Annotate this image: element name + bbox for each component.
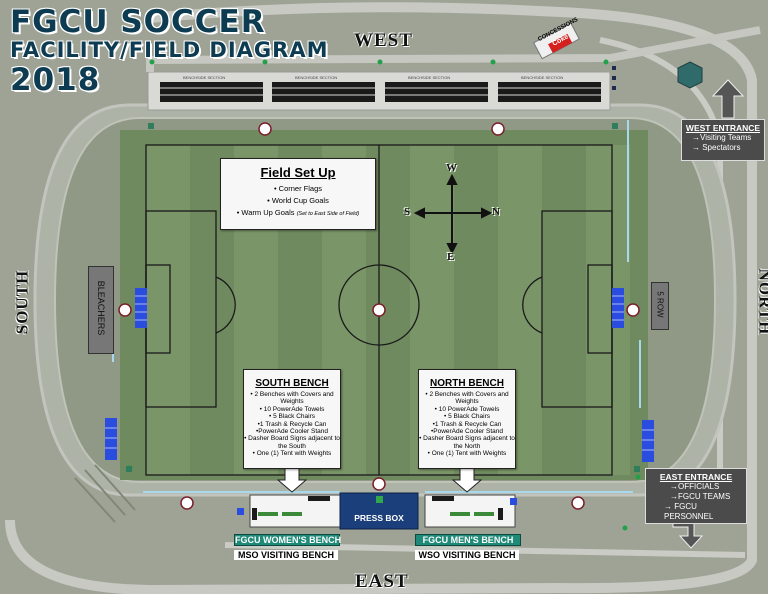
east-entrance-item: →FGCU TEAMS xyxy=(670,492,731,501)
south-bench-item: • Dasher Board Signs adjacent to the Sou… xyxy=(244,435,340,450)
field-setup-box: Field Set Up • Corner Flags • World Cup … xyxy=(220,158,376,230)
five-row-label: 5 ROW xyxy=(655,291,665,318)
bleachers-block: BLEACHERS xyxy=(88,266,114,354)
stand-section-label-1: BENCHSIDE SECTION xyxy=(183,75,226,80)
warmup-goals-text: • Warm Up Goals xyxy=(236,208,295,217)
north-bench-box: NORTH BENCH • 2 Benches with Covers and … xyxy=(418,369,516,469)
north-bench-item: • 2 Benches with Covers and Weights xyxy=(425,391,509,406)
south-bench-box: SOUTH BENCH • 2 Benches with Covers and … xyxy=(243,369,341,469)
field-setup-item-3: • Warm Up Goals (Set to East Side of Fie… xyxy=(221,208,375,217)
field-setup-title: Field Set Up xyxy=(260,165,336,180)
title-line-2: FACILITY/FIELD DIAGRAM xyxy=(10,38,329,62)
five-row-block: 5 ROW xyxy=(651,282,669,330)
field-setup-item-2: • World Cup Goals xyxy=(267,196,329,205)
stand-section-label-3: BENCHSIDE SECTION xyxy=(408,75,451,80)
north-bench-item: • 10 PowerAde Towels xyxy=(434,405,500,413)
stand-section-label-2: BENCHSIDE SECTION xyxy=(295,75,338,80)
west-entrance-box: WEST ENTRANCE →Visiting Teams → Spectato… xyxy=(681,119,765,161)
direction-east: EAST xyxy=(355,571,409,592)
direction-west: WEST xyxy=(354,30,413,51)
east-entrance-title: EAST ENTRANCE xyxy=(659,472,733,482)
title-line-1: FGCU SOCCER xyxy=(10,4,266,40)
east-entrance-item: →OFFICIALS xyxy=(670,482,720,491)
west-entrance-item: →Visiting Teams xyxy=(692,133,752,142)
north-bench-title: NORTH BENCH xyxy=(430,378,504,389)
bleachers-label: BLEACHERS xyxy=(96,280,106,336)
compass-rose-e: E xyxy=(447,251,456,263)
south-bench-title: SOUTH BENCH xyxy=(255,378,329,389)
stand-section-label-4: BENCHSIDE SECTION xyxy=(521,75,564,80)
warmup-goals-note: (Set to East Side of Field) xyxy=(296,211,360,217)
west-entrance-item: → Spectators xyxy=(692,143,741,152)
compass-rose-n: N xyxy=(492,206,501,218)
north-bench-item: • 5 Black Chairs xyxy=(444,413,490,421)
east-entrance-box: EAST ENTRANCE →OFFICIALS →FGCU TEAMS → F… xyxy=(645,468,747,524)
compass-rose-s: S xyxy=(404,206,412,218)
west-entrance-title: WEST ENTRANCE xyxy=(685,123,761,133)
east-entrance-item: → FGCU PERSONNEL xyxy=(664,502,714,521)
mso-visiting-bench-label: MSO VISITING BENCH xyxy=(234,550,338,560)
wso-visiting-bench-label: WSO VISITING BENCH xyxy=(415,550,519,560)
south-bench-item: • 2 Benches with Covers and Weights xyxy=(250,391,334,406)
north-bench-item: • One (1) Tent with Weights xyxy=(427,450,507,458)
press-box-label: PRESS BOX xyxy=(354,513,404,523)
south-bench-item: •1 Trash & Recycle Can xyxy=(257,420,327,428)
north-bench-item: •PowerAde Cooler Stand xyxy=(430,428,503,436)
compass-rose-w: W xyxy=(446,162,458,174)
south-bench-item: •PowerAde Cooler Stand xyxy=(255,428,328,436)
fgcu-mens-bench-label: FGCU MEN'S BENCH xyxy=(415,534,521,546)
south-bench-item: • One (1) Tent with Weights xyxy=(252,450,332,458)
fgcu-womens-bench-label: FGCU WOMEN'S BENCH xyxy=(234,534,342,546)
south-bench-item: • 10 PowerAde Towels xyxy=(259,405,325,413)
south-bench-item: • 5 Black Chairs xyxy=(269,413,315,421)
direction-south: SOUTH xyxy=(12,269,32,335)
north-bench-item: • Dasher Board Signs adjacent to the Nor… xyxy=(419,435,515,450)
field-setup-item-1: • Corner Flags xyxy=(273,184,323,193)
direction-north: NORTH xyxy=(755,268,768,336)
north-bench-item: •1 Trash & Recycle Can xyxy=(432,420,502,428)
title-line-3: 2018 xyxy=(10,62,101,98)
